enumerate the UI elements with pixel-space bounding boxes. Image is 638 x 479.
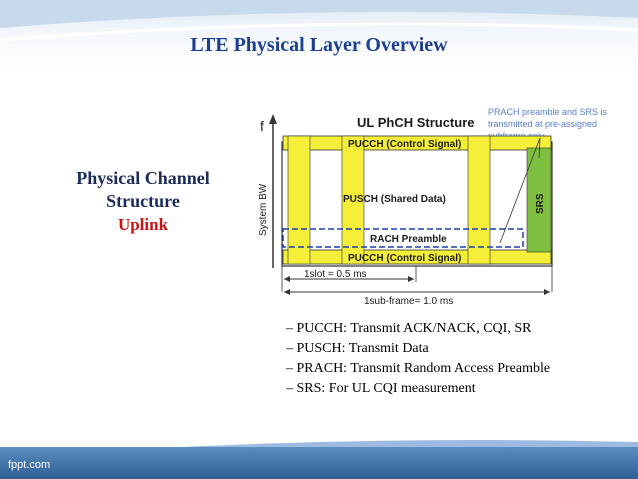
subframe-label: 1sub-frame= 1.0 ms [364,296,453,307]
pusch-column-1 [287,135,311,265]
slot-label: 1slot = 0.5 ms [304,269,367,280]
footer-band [0,447,638,479]
pucch-top-label: PUCCH (Control Signal) [348,139,461,150]
pusch-column-2 [341,135,365,265]
subframe-arrow-right-icon [544,289,550,295]
slot-arrow-left-icon [284,276,290,282]
header-swoosh [0,0,638,42]
rach-label: RACH Preamble [370,234,447,245]
note-pointer-srs [538,137,541,159]
axis-arrow-icon [269,114,277,124]
note-line1: PRACH preamble and SRS is [488,107,608,117]
section-label-line1: Physical Channel [76,168,210,188]
srs-label: SRS [535,193,546,214]
page-title: LTE Physical Layer Overview [190,34,448,56]
footer-brand: fppt.com [8,459,51,471]
bullet-prach: – PRACH: Transmit Random Access Preamble [286,361,551,376]
section-label: Physical Channel Structure Uplink [58,167,228,236]
slot-arrow-right-icon [408,276,414,282]
section-label-uplink: Uplink [117,215,169,234]
pusch-label: PUSCH (Shared Data) [343,194,446,205]
srs-column [526,147,552,253]
note-pointer-rach [499,137,541,244]
axis-f-label: f [260,118,264,134]
section-label-line2: Structure [106,191,180,211]
bullet-pusch: – PUSCH: Transmit Data [286,341,429,356]
pusch-column-3 [467,135,491,265]
axis-bw-label: System BW [258,183,269,236]
note-line2: transmitted at pre-assigned [488,119,597,129]
subframe-arrow-left-icon [284,289,290,295]
pucch-bottom-label: PUCCH (Control Signal) [348,253,461,264]
bullet-pucch: – PUCCH: Transmit ACK/NACK, CQI, SR [286,321,532,336]
ul-phch-diagram: f System BW UL PhCH Structure PRACH prea… [258,107,608,307]
diagram-heading: UL PhCH Structure [357,115,475,130]
rach-box [282,228,524,248]
bullet-srs: – SRS: For UL CQI measurement [286,381,476,396]
bullet-list: – PUCCH: Transmit ACK/NACK, CQI, SR – PU… [286,319,550,399]
